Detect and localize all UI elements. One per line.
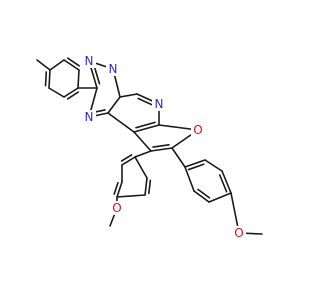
bond-line [66,91,80,100]
bond-line [135,121,156,129]
bond-line [119,93,138,98]
bond-line [113,181,119,195]
bond-line [77,69,80,89]
atom-label-n: N [85,110,94,124]
bond-line [63,59,80,71]
bond-line [144,177,148,196]
molecule-structure: N N N N O O O [36,54,263,240]
bond-line [133,124,160,133]
atom-n-triazole-1: N [82,54,96,68]
bond-line [120,154,133,162]
bond-line [133,131,152,152]
bond-line [197,188,211,199]
atom-label-n: N [109,62,118,76]
atom-label-o: O [112,201,121,215]
bond-line [63,87,79,98]
bond-line [121,156,136,166]
atom-label-o: O [193,123,202,137]
atom-o-methoxy-left: O [110,201,124,215]
atom-label-n: N [155,97,164,111]
bond-line [184,166,195,192]
bond-line [134,156,148,179]
atom-n-pyrimidine: N [152,97,166,111]
atom-label-n: N [85,54,94,68]
bond-line [193,190,210,203]
bond-line [152,143,170,148]
bond-line [148,179,152,195]
bond-line [48,69,51,89]
bond-line [66,57,80,67]
bond-line [116,194,146,198]
atom-label-layer: N N N N O O O [82,54,246,240]
bond-line [221,170,232,194]
bond-line [107,96,121,114]
bond-line [48,87,65,98]
bond-line [208,192,232,203]
atom-o-methoxy-right: O [232,226,246,240]
bond-line [116,181,123,198]
bond-line [107,112,135,133]
bond-line [184,159,206,168]
bond-line [187,163,205,171]
bond-line [218,174,228,193]
bond-line [171,147,186,168]
bond-line [150,147,173,152]
bond-line [49,59,65,71]
bond-line [204,159,223,172]
bond-layer [36,57,263,235]
bond-line [36,59,51,71]
bond-line [44,71,48,87]
atom-n-triazole-4: N [82,110,96,124]
atom-o-furan: O [191,123,205,137]
bond-line [134,150,152,158]
atom-label-o: O [234,226,243,240]
atom-n-triazole-2: N [106,62,120,76]
